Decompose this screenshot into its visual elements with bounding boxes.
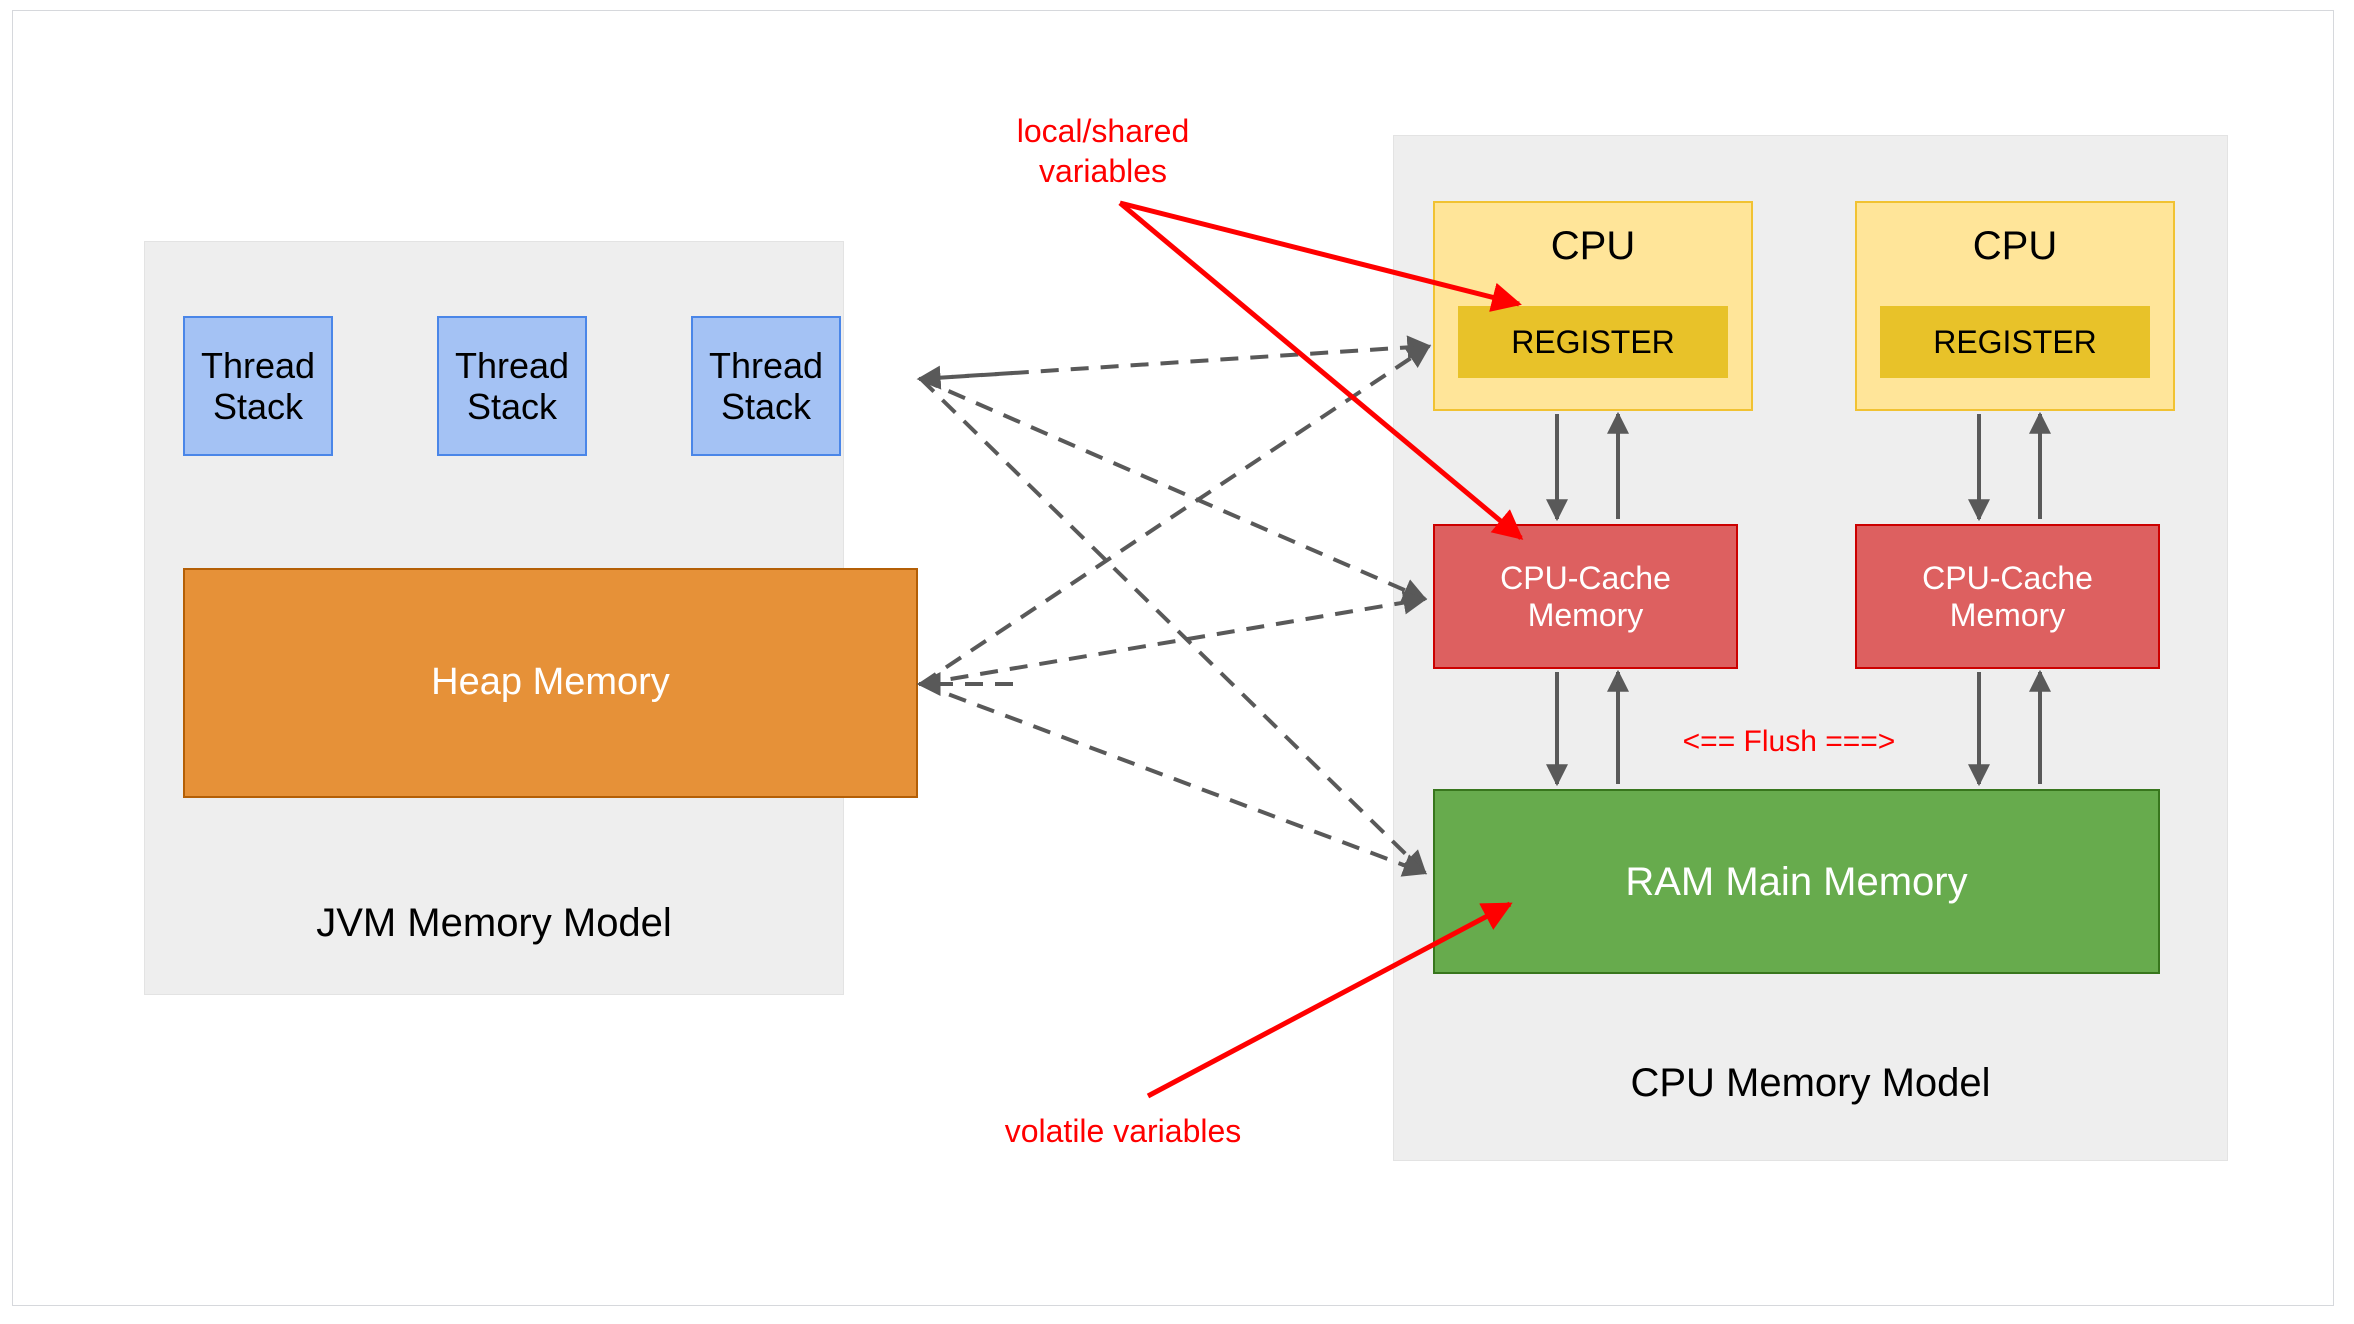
thread-stack-box-1[interactable]: Thread Stack xyxy=(183,316,333,456)
local-shared-variables-label: local/shared variables xyxy=(1016,113,1190,189)
flush-label: <== Flush ===> xyxy=(1682,725,1896,758)
thread-stack-box-3[interactable]: Thread Stack xyxy=(691,316,841,456)
cpu-cache-memory-box-1[interactable]: CPU-Cache Memory xyxy=(1433,524,1738,669)
register-box-1[interactable]: REGISTER xyxy=(1458,306,1728,378)
cpu-cache-memory-box-2[interactable]: CPU-Cache Memory xyxy=(1855,524,2160,669)
ram-main-memory-box[interactable]: RAM Main Memory xyxy=(1433,789,2160,974)
volatile-variables-label: volatile variables xyxy=(1004,1113,1242,1149)
thread-stack-box-2[interactable]: Thread Stack xyxy=(437,316,587,456)
heap-memory-box[interactable]: Heap Memory xyxy=(183,568,918,798)
register-box-2[interactable]: REGISTER xyxy=(1880,306,2150,378)
cpu-memory-model-title: CPU Memory Model xyxy=(1630,1061,1991,1105)
diagram-frame: Thread Stack Thread Stack Thread Stack H… xyxy=(12,10,2334,1306)
jvm-memory-model-title: JVM Memory Model xyxy=(316,901,672,945)
